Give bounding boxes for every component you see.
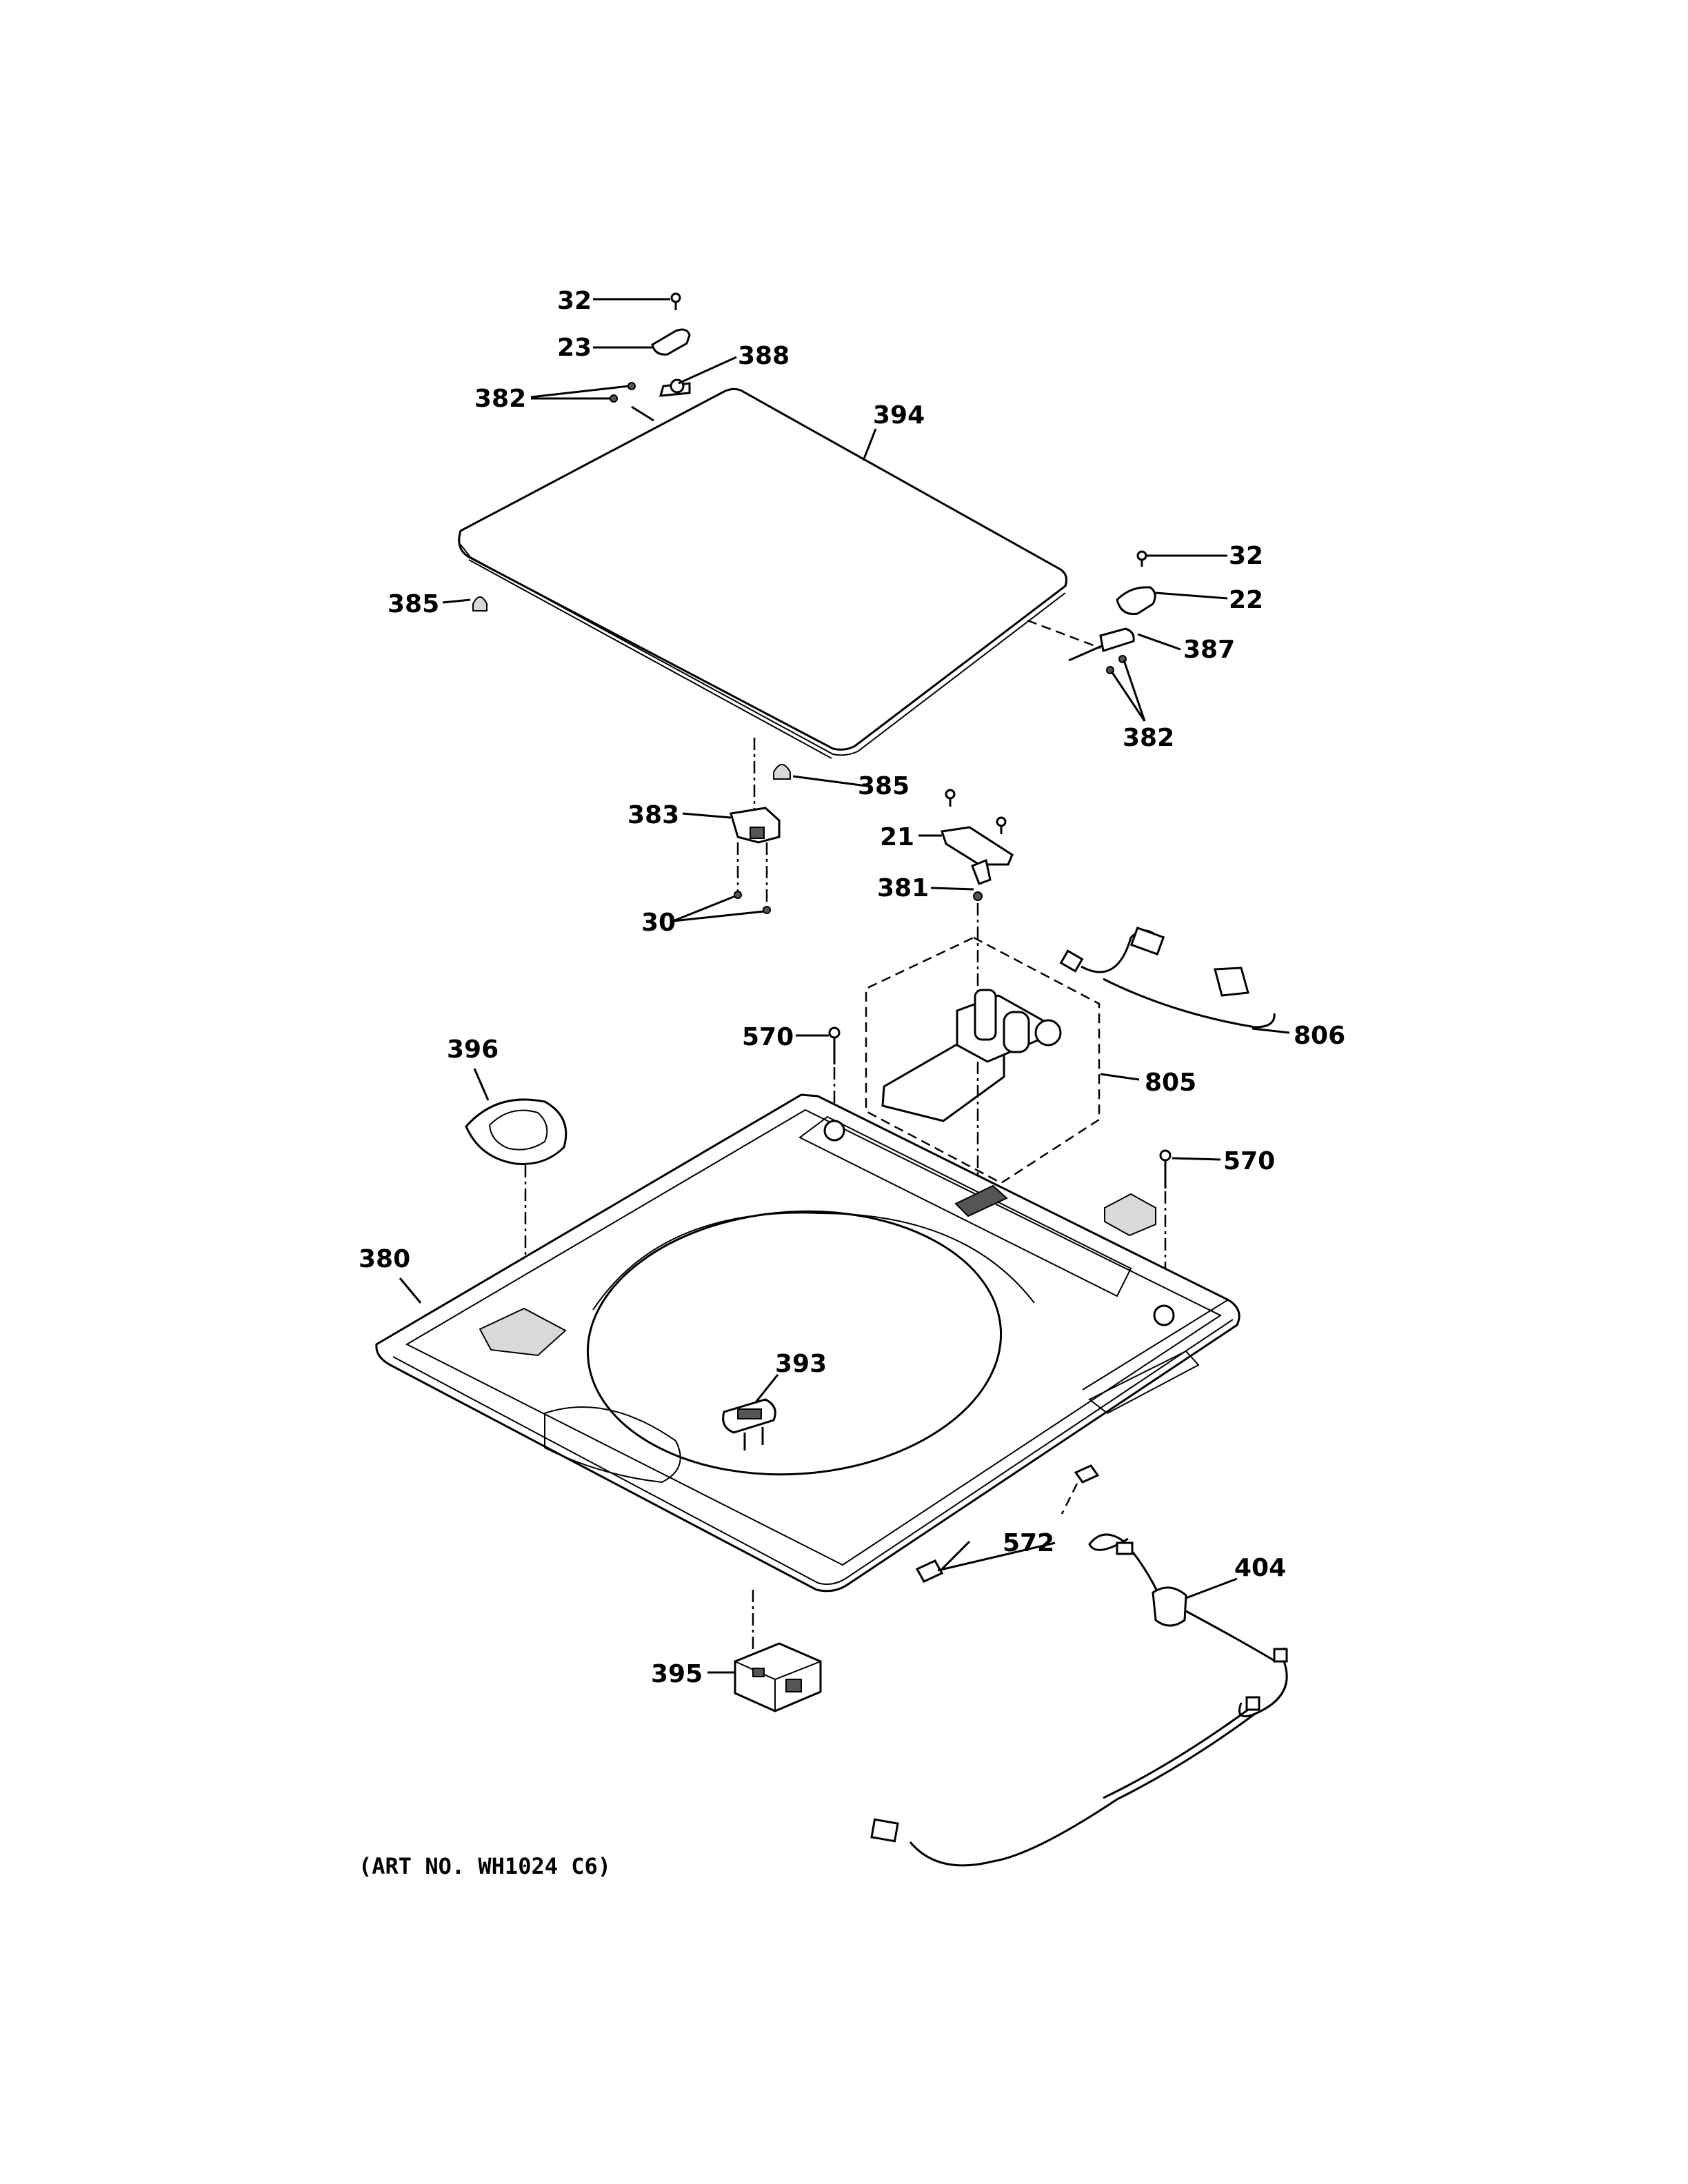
callout-570-right: 570 (1223, 1147, 1275, 1175)
lid-part-394 (458, 387, 1067, 759)
callout-382-left: 382 (474, 385, 526, 413)
washer-top-380 (375, 1093, 1240, 1593)
callout-805: 805 (1145, 1069, 1196, 1097)
callout-572: 572 (1003, 1529, 1054, 1557)
callout-387: 387 (1183, 636, 1235, 664)
mount-pad (1104, 1193, 1156, 1237)
callout-382-right: 382 (1123, 724, 1174, 752)
control-module-395 (734, 1642, 822, 1712)
callout-30: 30 (641, 909, 676, 937)
wire-harness-806 (1059, 927, 1276, 1029)
callout-395: 395 (651, 1660, 703, 1688)
callout-383: 383 (627, 801, 679, 829)
bracket-part-21 (941, 789, 1014, 901)
art-number-caption: (ART NO. WH1024 C6) (359, 1853, 611, 1879)
leader-lines (399, 298, 1290, 1674)
right-hinge-group (1027, 550, 1156, 674)
callout-806: 806 (1294, 1022, 1345, 1050)
clip-572-lower (915, 1559, 944, 1583)
callout-394: 394 (873, 401, 925, 429)
callout-396: 396 (447, 1035, 499, 1064)
callout-32-right: 32 (1229, 542, 1263, 570)
left-hinge-group (610, 292, 691, 422)
lid-switch-393 (722, 1398, 776, 1450)
bumper-385-left (472, 596, 488, 611)
clip-572-upper (1074, 1464, 1100, 1484)
callout-385-right: 385 (858, 772, 910, 800)
callout-385-left: 385 (388, 590, 439, 618)
callout-22: 22 (1229, 586, 1263, 614)
callout-23: 23 (557, 334, 592, 362)
callout-32-left: 32 (557, 287, 592, 315)
callout-404: 404 (1234, 1554, 1286, 1582)
callout-381: 381 (877, 874, 929, 902)
dispenser-cup-396 (465, 1098, 567, 1296)
bumper-385-right (773, 764, 791, 780)
clip-guide-line (1061, 1483, 1078, 1515)
callout-388: 388 (738, 342, 790, 370)
latch-part-383 (730, 807, 781, 914)
water-valve-assembly-805 (865, 903, 1101, 1197)
callout-393: 393 (775, 1350, 827, 1378)
callout-570-left: 570 (742, 1023, 794, 1051)
pressure-sensor-harness-404 (870, 1533, 1288, 1867)
callout-21: 21 (880, 823, 914, 851)
callout-380: 380 (359, 1245, 410, 1273)
